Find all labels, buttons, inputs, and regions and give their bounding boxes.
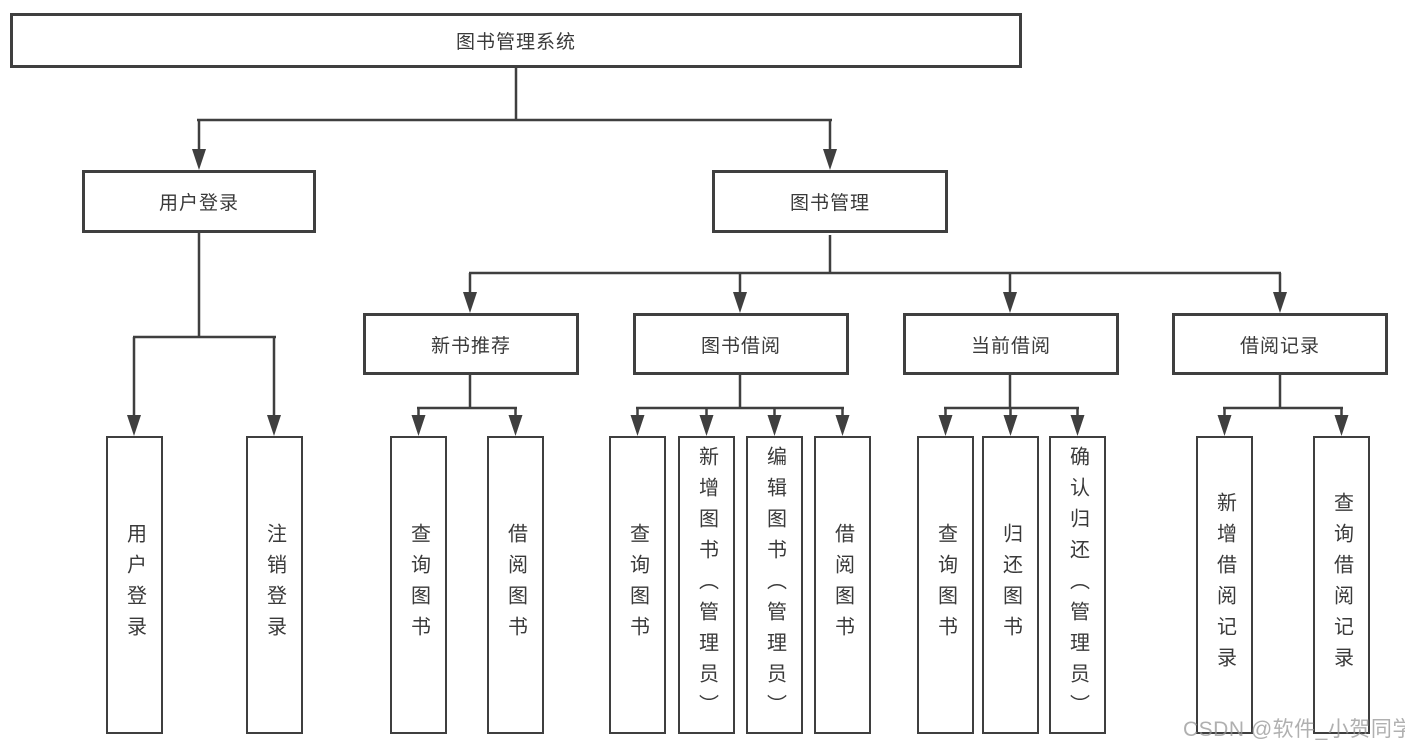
node-label: 注销登录 [263,523,286,647]
node-label: 确认归还（管理员） [1066,445,1089,725]
leaf-borrow-books: 借阅图书 [814,436,871,734]
node-label: 查询借阅记录 [1330,492,1353,678]
leaf-confirm-return-admin: 确认归还（管理员） [1049,436,1106,734]
node-label: 借阅记录 [1239,335,1320,357]
node-label: 新书推荐 [430,335,511,357]
arrowhead [835,415,850,436]
node-library-management-system: 图书管理系统 [10,13,1022,68]
node-label: 借阅图书 [504,523,527,647]
leaf-add-books-admin: 新增图书（管理员） [678,436,735,734]
node-user-login: 用户登录 [82,170,316,233]
arrowhead [1003,292,1017,313]
arrowhead [192,149,206,170]
arrowhead [1334,415,1349,436]
node-label: 查询图书 [934,523,957,647]
node-label: 图书管理 [789,193,870,214]
node-new-book-recommend: 新书推荐 [363,313,579,375]
leaf-edit-books-admin: 编辑图书（管理员） [746,436,803,734]
arrowhead [699,415,714,436]
connector-arrowheads [127,149,1349,436]
node-label: 图书借阅 [700,335,781,357]
arrowhead [267,415,281,436]
node-label: 新增借阅记录 [1213,492,1236,678]
arrowhead [823,149,837,170]
arrowhead [411,415,426,436]
node-book-management: 图书管理 [712,170,948,233]
arrowhead [733,292,747,313]
leaf-query-borrow-record: 查询借阅记录 [1313,436,1370,734]
arrowhead [127,415,141,436]
leaf-return-books: 归还图书 [982,436,1039,734]
node-label: 编辑图书（管理员） [763,445,786,725]
arrowhead [1217,415,1232,436]
node-book-borrow: 图书借阅 [633,313,849,375]
leaf-query-books-current: 查询图书 [917,436,974,734]
leaf-logout: 注销登录 [246,436,303,734]
arrowhead [508,415,523,436]
node-label: 用户登录 [158,193,239,214]
node-label: 当前借阅 [970,335,1051,357]
leaf-query-books-recommend: 查询图书 [390,436,447,734]
node-label: 图书管理系统 [455,32,576,53]
leaf-query-books-borrow: 查询图书 [609,436,666,734]
leaf-borrow-books-recommend: 借阅图书 [487,436,544,734]
node-label: 查询图书 [626,523,649,647]
node-borrow-records: 借阅记录 [1172,313,1388,375]
node-label: 归还图书 [999,523,1022,647]
arrowhead [463,292,477,313]
node-label: 用户登录 [123,523,146,647]
leaf-add-borrow-record: 新增借阅记录 [1196,436,1253,734]
leaf-user-login: 用户登录 [106,436,163,734]
arrowhead [630,415,645,436]
node-label: 借阅图书 [831,523,854,647]
node-label: 新增图书（管理员） [695,445,718,725]
node-current-borrow: 当前借阅 [903,313,1119,375]
arrowhead [767,415,782,436]
arrowhead [1070,415,1085,436]
arrowhead [1003,415,1018,436]
arrowhead [938,415,953,436]
arrowhead [1273,292,1287,313]
node-label: 查询图书 [407,523,430,647]
watermark: CSDN @软件_小贺同学 [1183,718,1405,741]
